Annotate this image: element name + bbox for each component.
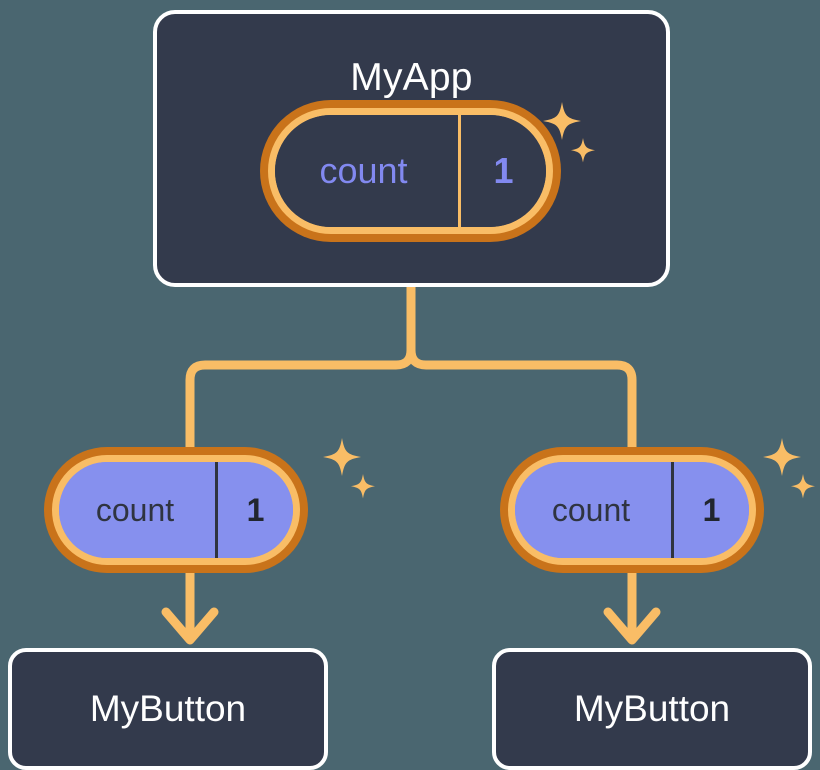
page-title: MyApp <box>350 56 473 99</box>
state-pill-body: count 1 <box>275 115 546 227</box>
mybutton-label: MyButton <box>573 688 731 729</box>
state-key-label: count <box>319 150 408 191</box>
state-value-label: 1 <box>215 462 293 558</box>
state-pill-body: count 1 <box>515 462 749 558</box>
state-pill-body: count 1 <box>59 462 293 558</box>
state-pill-myapp[interactable]: count 1 <box>268 108 553 234</box>
arrow-down-icon-right <box>603 570 661 645</box>
mybutton-card-right[interactable]: MyButton <box>492 648 812 770</box>
branch-connector-icon <box>185 282 637 457</box>
mybutton-card-left[interactable]: MyButton <box>8 648 328 770</box>
state-pill-left[interactable]: count 1 <box>52 455 300 565</box>
mybutton-label: MyButton <box>89 688 247 729</box>
state-value-label: 1 <box>671 462 749 558</box>
state-key-label: count <box>551 491 631 528</box>
state-key-label: count <box>95 491 175 528</box>
arrow-down-icon-left <box>161 570 219 645</box>
state-pill-right[interactable]: count 1 <box>508 455 756 565</box>
state-value-label: 1 <box>458 115 546 227</box>
